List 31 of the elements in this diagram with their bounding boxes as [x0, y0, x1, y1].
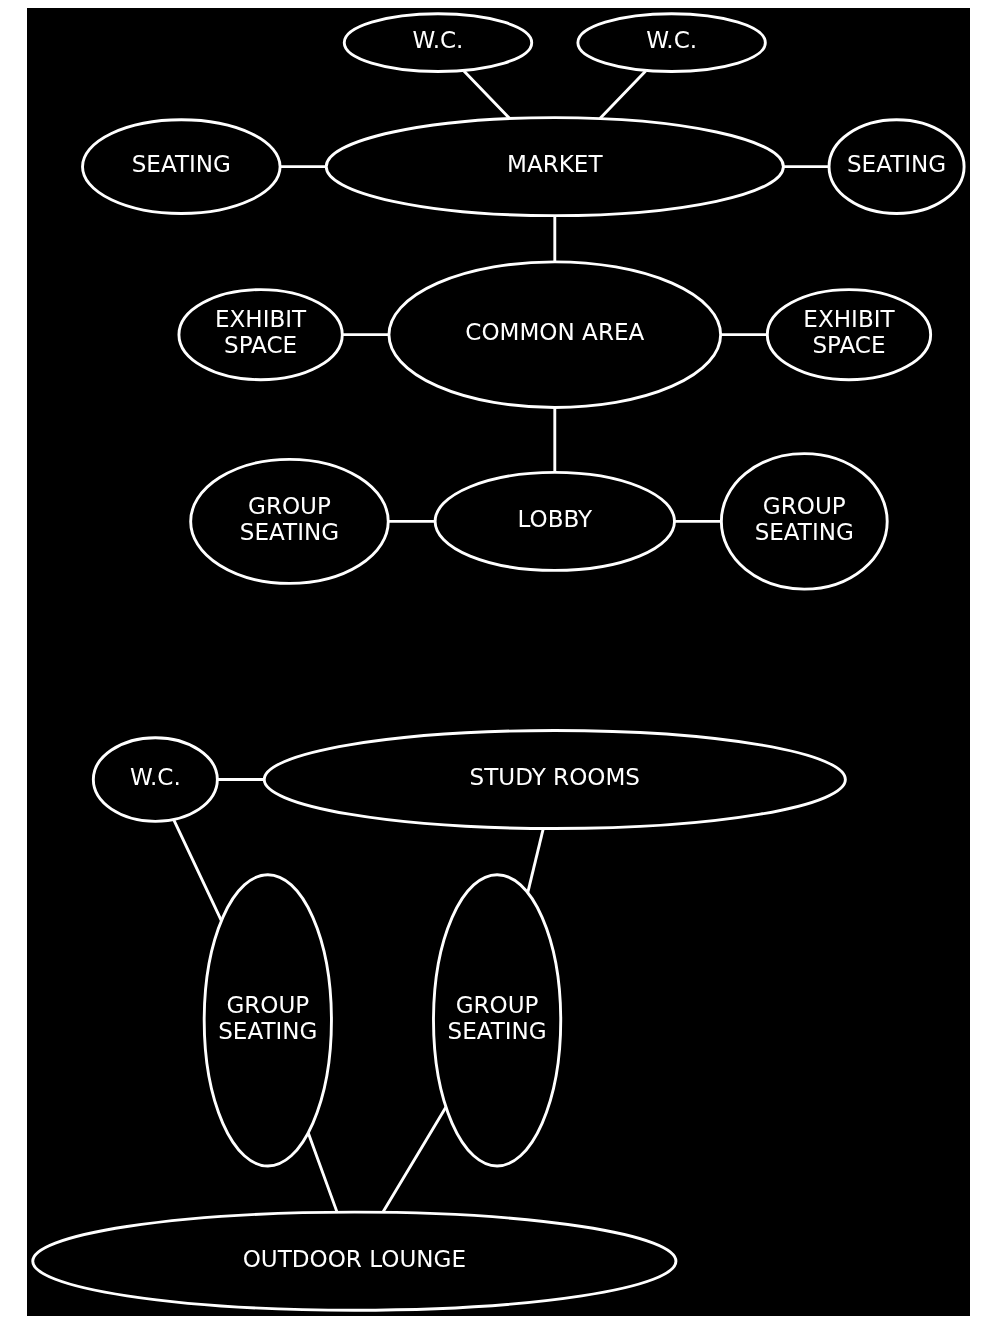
node-ellipse: MARKET	[324, 116, 785, 218]
node-ellipse: SEATING	[80, 118, 281, 215]
node-ellipse: W.C.	[91, 736, 219, 823]
connector	[387, 519, 435, 523]
node-ellipse: W.C.	[575, 12, 767, 73]
node-ellipse: OUTDOOR LOUNGE	[30, 1210, 677, 1312]
connector	[552, 215, 556, 262]
connector	[216, 778, 264, 781]
node-ellipse: SEATING	[827, 118, 966, 215]
connector	[381, 1106, 447, 1213]
connector	[306, 1132, 338, 1213]
connector	[341, 333, 389, 337]
connector	[783, 165, 829, 169]
node-ellipse: W.C.	[342, 12, 533, 73]
node-ellipse: STUDY ROOMS	[262, 729, 847, 830]
connector	[674, 519, 721, 523]
node-ellipse: EXHIBIT SPACE	[177, 288, 344, 382]
connector	[525, 828, 545, 893]
connector	[552, 407, 556, 473]
connector	[462, 69, 511, 120]
node-ellipse: EXHIBIT SPACE	[765, 288, 932, 382]
node-ellipse: GROUP SEATING	[188, 457, 390, 585]
node-ellipse: GROUP SEATING	[431, 873, 562, 1168]
node-ellipse: GROUP SEATING	[719, 452, 889, 591]
connector	[171, 819, 223, 922]
connector	[720, 333, 767, 337]
connector	[279, 165, 326, 169]
connector	[598, 69, 647, 120]
node-ellipse: COMMON AREA	[387, 260, 722, 409]
node-ellipse: GROUP SEATING	[202, 873, 333, 1168]
node-ellipse: LOBBY	[433, 470, 676, 572]
